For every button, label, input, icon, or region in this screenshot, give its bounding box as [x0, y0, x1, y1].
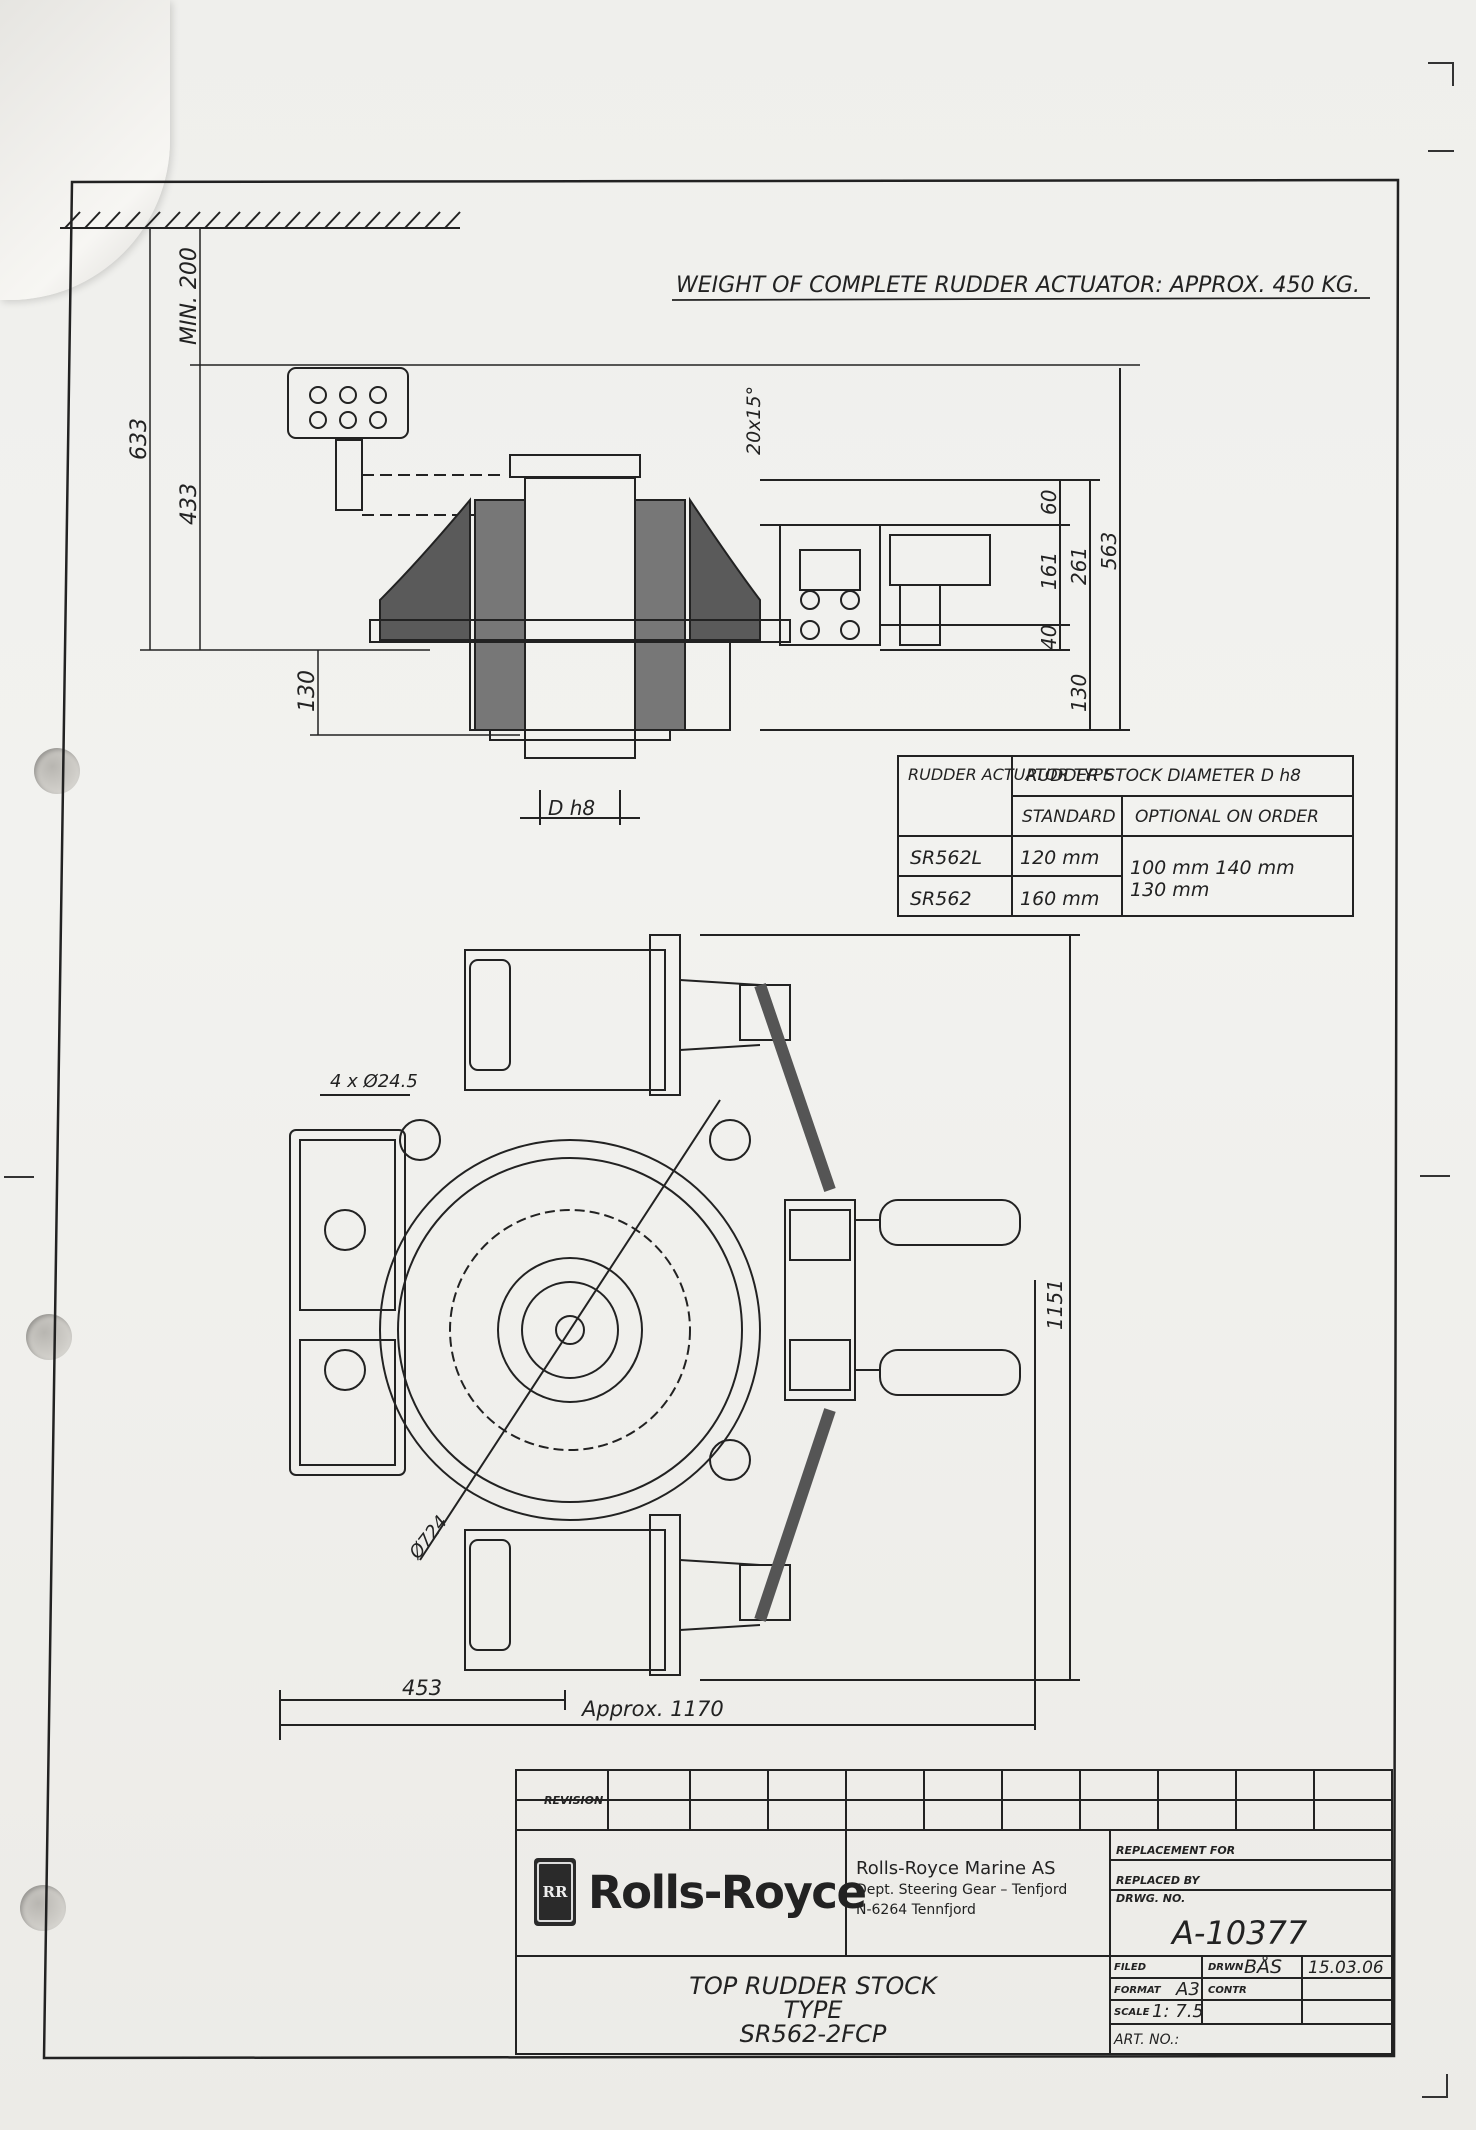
format-label: FORMAT: [1114, 1985, 1161, 1996]
dim-433: 433: [177, 483, 202, 525]
dim-holes: 4 x Ø24.5: [330, 1071, 418, 1092]
art-no-label: ART. NO.:: [1114, 2032, 1180, 2048]
edge-mark-right: [1420, 1175, 1450, 1177]
title-line-1: TOP RUDDER STOCK: [689, 1972, 937, 2000]
table-row2-standard: 160 mm: [1020, 888, 1099, 910]
brand-name: Rolls-Royce: [588, 1866, 867, 1919]
table-row1-type: SR562L: [910, 847, 982, 869]
plan-view: [279, 934, 1080, 1740]
dim-approx1170: Approx. 1170: [580, 1697, 724, 1721]
drwg-no-label: DRWG. NO.: [1116, 1892, 1186, 1905]
title-line-3: SR562-2FCP: [739, 2020, 887, 2048]
drawing-number: A-10377: [1172, 1914, 1308, 1952]
punch-hole-1: [34, 748, 80, 794]
table-row1-standard: 120 mm: [1020, 847, 1099, 869]
spec-table-grid: [897, 755, 1354, 917]
corner-mark-br-h: [1422, 2096, 1448, 2098]
table-optional-header: OPTIONAL ON ORDER: [1135, 807, 1319, 827]
company-name: Rolls-Royce Marine AS: [856, 1858, 1056, 1879]
dim-161: 161: [1037, 552, 1061, 590]
drwn-label: DRWN: [1208, 1962, 1244, 1973]
dim-633: 633: [127, 418, 152, 460]
drawing-date: 15.03.06: [1308, 1958, 1384, 1978]
dim-130-left: 130: [295, 670, 320, 712]
dim-563: 563: [1097, 532, 1121, 570]
table-row2-type: SR562: [910, 888, 972, 910]
dim-40: 40: [1037, 625, 1061, 650]
replaced-by-label: REPLACED BY: [1116, 1874, 1200, 1887]
filed-label: FILED: [1114, 1962, 1147, 1973]
rolls-royce-logo: RR: [534, 1858, 576, 1926]
dim-724: Ø724: [405, 1512, 452, 1564]
scale-value: 1: 7.5: [1152, 2001, 1204, 2022]
weight-note: WEIGHT OF COMPLETE RUDDER ACTUATOR: APPR…: [676, 273, 1360, 298]
title-block-grid: [515, 1769, 1393, 2055]
drwn-value: BÅS: [1244, 1956, 1283, 1978]
dim-130-right: 130: [1067, 674, 1091, 712]
scale-label: SCALE: [1114, 2007, 1150, 2018]
drawing-border: [42, 178, 1400, 2060]
table-standard-header: STANDARD: [1022, 807, 1116, 827]
company-dept: Dept. Steering Gear – Tenfjord: [856, 1882, 1068, 1898]
corner-mark-tr-h: [1428, 62, 1454, 64]
dim-60: 60: [1037, 490, 1061, 515]
table-col1-header: RUDDER ACTUATOR TYPE: [908, 765, 1114, 784]
table-optional-line2: 130 mm: [1130, 879, 1209, 901]
dim-min200: MIN. 200: [177, 247, 202, 345]
punch-hole-3: [20, 1885, 66, 1931]
left-dimension-lines: [140, 228, 1140, 736]
edge-mark-tr: [1428, 150, 1454, 152]
contr-label: CONTR: [1208, 1985, 1247, 1996]
table-group-header: RUDDER STOCK DIAMETER D h8: [1026, 766, 1301, 786]
corner-mark-br-v: [1446, 2074, 1448, 2098]
dim-dh8: D h8: [548, 796, 595, 820]
drawing-title: TOP RUDDER STOCK TYPE SR562-2FCP: [516, 1974, 1110, 2046]
edge-mark-left: [4, 1176, 34, 1178]
dim-261: 261: [1067, 547, 1091, 585]
format-value: A3: [1176, 1979, 1200, 2000]
dim-1151: 1151: [1043, 1279, 1067, 1330]
replacement-for-label: REPLACEMENT FOR: [1116, 1844, 1236, 1857]
revision-label: REVISION: [544, 1794, 604, 1807]
punch-hole-2: [26, 1314, 72, 1360]
rr-monogram: RR: [537, 1862, 573, 1922]
dim-20x15: 20x15°: [743, 386, 765, 455]
corner-mark-tr-v: [1452, 62, 1454, 86]
company-address: N-6264 Tennfjord: [856, 1902, 976, 1918]
title-line-2: TYPE: [783, 1996, 843, 2024]
table-optional-line1: 100 mm 140 mm: [1130, 857, 1295, 879]
ceiling-hatch: [60, 211, 461, 229]
dim-453: 453: [402, 1676, 442, 1700]
elevation-view: [287, 367, 1130, 825]
